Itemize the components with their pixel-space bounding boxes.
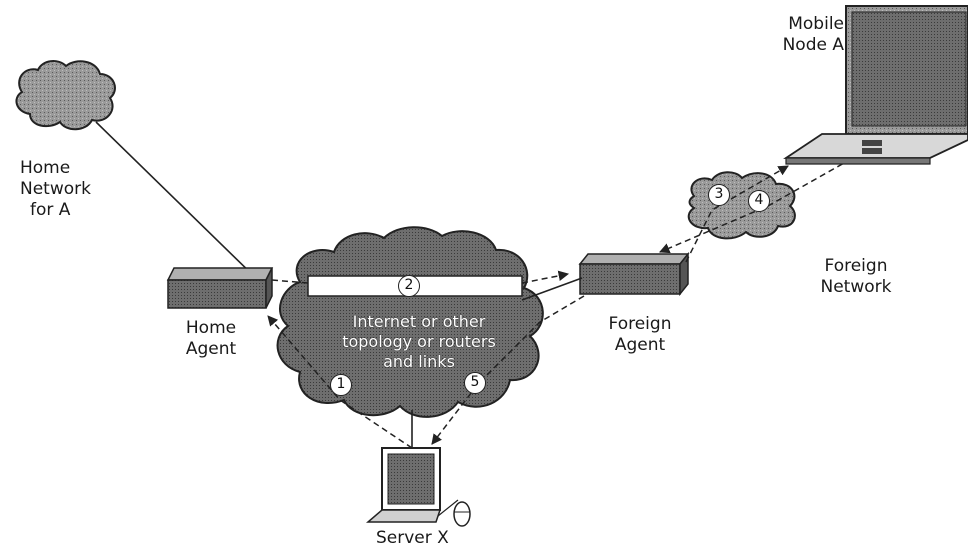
internet-label: Internet or other topology or routers an…: [334, 312, 504, 372]
step-4-badge: 4: [748, 190, 770, 212]
foreign-network-cloud: [689, 172, 795, 238]
server-label: Server X: [376, 528, 449, 549]
home-network-label: Home Network for A: [20, 158, 91, 221]
foreign-agent-label: Foreign Agent: [602, 314, 678, 356]
server-computer: [368, 448, 470, 526]
home-network-cloud: [16, 61, 115, 129]
foreign-agent-device: [580, 254, 688, 294]
foreign-agent-link: [522, 278, 582, 300]
mobile-node-label: Mobile Node A: [776, 14, 844, 56]
step-1-badge: 1: [330, 374, 352, 396]
step-3-badge: 3: [708, 184, 730, 206]
foreign-network-label: Foreign Network: [812, 256, 900, 298]
step-2-badge: 2: [398, 275, 420, 297]
home-network-link: [96, 122, 262, 284]
step-5-badge: 5: [464, 372, 486, 394]
home-agent-label: Home Agent: [178, 318, 244, 360]
home-agent-device: [168, 268, 272, 308]
